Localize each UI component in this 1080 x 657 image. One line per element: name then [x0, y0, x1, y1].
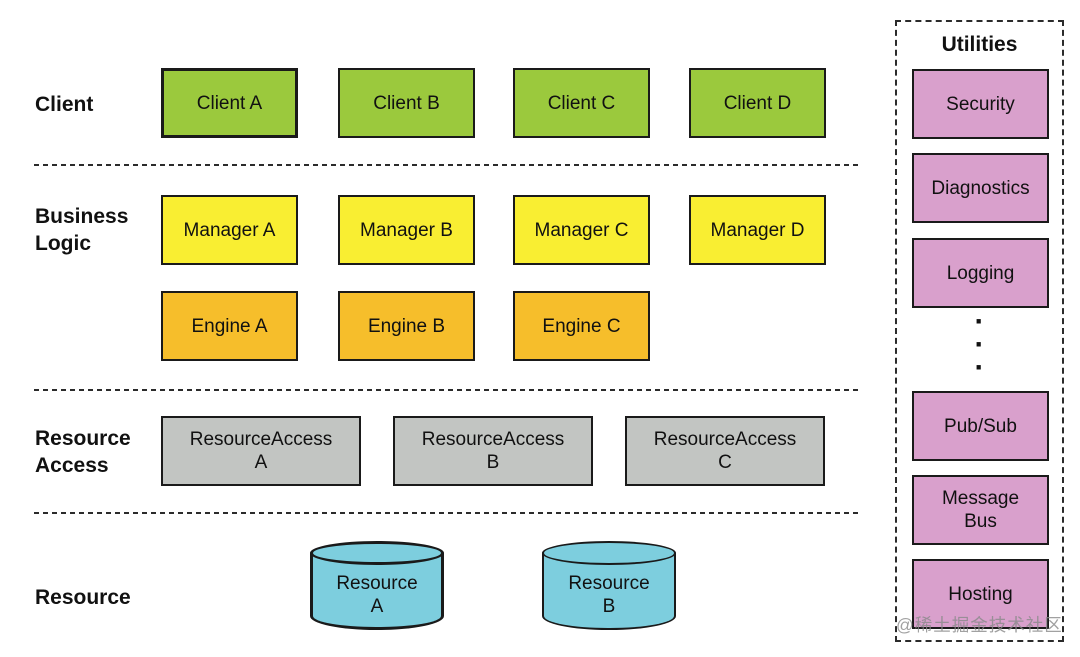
separator-client-business: [34, 164, 860, 166]
layer-label-resource-access: Resource Access: [35, 427, 131, 477]
utility-hosting-box: Hosting: [912, 559, 1049, 629]
cylinder-body-shape: [310, 553, 444, 630]
vertical-ellipsis: · · ·: [974, 305, 985, 384]
separator-business-resourceaccess: [34, 389, 860, 391]
layer-label-resource: Resource: [35, 586, 131, 609]
resource-access-c-box: ResourceAccess C: [625, 416, 825, 486]
layer-label-client: Client: [35, 93, 94, 116]
manager-d-box: Manager D: [689, 195, 826, 265]
resource-access-a-box: ResourceAccess A: [161, 416, 361, 486]
utility-diagnostics-box: Diagnostics: [912, 153, 1049, 223]
cylinder-top-ellipse: [310, 541, 444, 565]
client-c-box: Client C: [513, 68, 650, 138]
utility-security-box: Security: [912, 69, 1049, 139]
cylinder-top-ellipse: [542, 541, 676, 565]
watermark: @稀土掘金技术社区: [896, 615, 1063, 635]
resource-a-label: Resource A: [336, 573, 418, 617]
engine-b-box: Engine B: [338, 291, 475, 361]
utilities-panel: Utilities Security Diagnostics Logging ·…: [895, 20, 1064, 642]
client-d-box: Client D: [689, 68, 826, 138]
utility-messagebus-box: Message Bus: [912, 475, 1049, 545]
client-b-box: Client B: [338, 68, 475, 138]
engine-a-box: Engine A: [161, 291, 298, 361]
resource-b-label: Resource B: [568, 573, 650, 617]
resource-a-cylinder: Resource A: [310, 541, 444, 630]
utility-pubsub-box: Pub/Sub: [912, 391, 1049, 461]
cylinder-body-shape: [542, 553, 676, 630]
utilities-title: Utilities: [941, 33, 1018, 56]
separator-resourceaccess-resource: [34, 512, 860, 514]
layer-label-business-logic: Business Logic: [35, 205, 129, 255]
utility-logging-box: Logging: [912, 238, 1049, 308]
resource-access-b-box: ResourceAccess B: [393, 416, 593, 486]
manager-c-box: Manager C: [513, 195, 650, 265]
engine-c-box: Engine C: [513, 291, 650, 361]
manager-a-box: Manager A: [161, 195, 298, 265]
resource-b-cylinder: Resource B: [542, 541, 676, 630]
client-a-box: Client A: [161, 68, 298, 138]
manager-b-box: Manager B: [338, 195, 475, 265]
